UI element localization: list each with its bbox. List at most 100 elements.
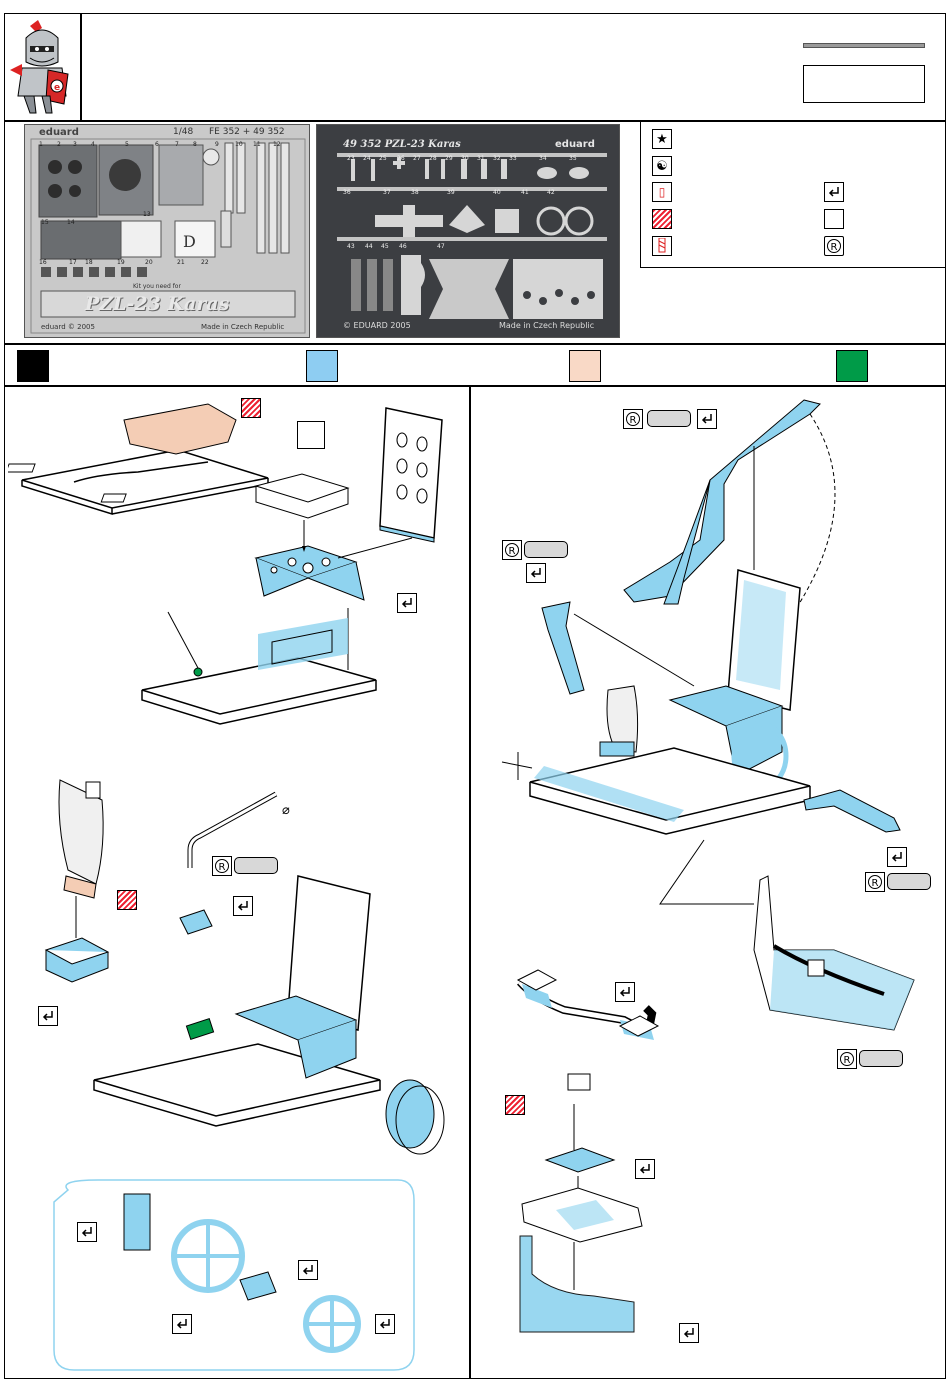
fret-photo-right: 49 352 PZL-23 Karas eduard © EDUARD 2005… bbox=[316, 124, 620, 338]
fret-right-part-number: 36 bbox=[343, 189, 351, 196]
bend-icon bbox=[697, 409, 717, 429]
svg-text:R: R bbox=[219, 862, 226, 873]
step-cockpit-floor-right bbox=[501, 399, 915, 1333]
step-cockpit-floor-left bbox=[8, 403, 445, 1371]
fret-left-part-number: 19 bbox=[117, 259, 125, 266]
swatch-flesh bbox=[569, 350, 601, 382]
etch-sheet-icon bbox=[117, 890, 137, 910]
color-strip-frame bbox=[4, 344, 946, 386]
fret-right-part-number: 28 bbox=[429, 155, 437, 162]
svg-text:R: R bbox=[630, 415, 637, 426]
fret-right-part-number: 44 bbox=[365, 243, 373, 250]
fret-left-part-number: 1 bbox=[39, 141, 43, 148]
fret-right-code-title: 49 352 PZL-23 Karas bbox=[343, 139, 461, 150]
swatch-light-blue bbox=[306, 350, 338, 382]
resin-r-icon: R bbox=[865, 872, 885, 892]
fret-right-part-number: 31 bbox=[477, 155, 485, 162]
fret-left-part-number: 5 bbox=[125, 141, 129, 148]
bend-icon bbox=[679, 1323, 699, 1343]
fret-left-part-number: 6 bbox=[155, 141, 159, 148]
fret-left-brand: eduard bbox=[39, 127, 79, 138]
fret-left-part-number: 20 bbox=[145, 259, 153, 266]
fret-right-part-number: 38 bbox=[411, 189, 419, 196]
fret-right-part-number: 40 bbox=[493, 189, 501, 196]
resin-part-tag bbox=[234, 857, 278, 874]
fret-left-part-number: 8 bbox=[193, 141, 197, 148]
fret-right-part-number: 41 bbox=[521, 189, 529, 196]
assembly-divider bbox=[469, 386, 471, 1379]
fret-right-part-number: 43 bbox=[347, 243, 355, 250]
svg-text:e: e bbox=[54, 83, 60, 93]
fret-right-part-number: 37 bbox=[383, 189, 391, 196]
fret-right-part-number: 25 bbox=[379, 155, 387, 162]
fret-left-part-number: 11 bbox=[253, 141, 261, 148]
fret-left-part-number: 4 bbox=[91, 141, 95, 148]
resin-r-icon: R bbox=[623, 409, 643, 429]
fret-right-origin: Made in Czech Republic bbox=[499, 321, 595, 330]
resin-r-icon: R bbox=[837, 1049, 857, 1069]
fret-left-scale: 1/48 bbox=[173, 127, 194, 137]
fret-right-part-number: 26 bbox=[397, 155, 405, 162]
fret-left-part-number: 16 bbox=[39, 259, 47, 266]
diameter-icon: ⌀ bbox=[282, 802, 290, 817]
yin-yang-icon: ☯ bbox=[652, 156, 672, 176]
fret-photo-left: D eduard 1/48 FE 352 + 49 352 Kit you ne… bbox=[24, 124, 310, 338]
etch-sheet-icon bbox=[241, 398, 261, 418]
paper-icon: ▯ bbox=[652, 182, 672, 202]
resin-r-icon: R bbox=[212, 856, 232, 876]
bend-icon bbox=[375, 1314, 395, 1334]
assembly-frame bbox=[4, 386, 946, 1379]
bend-icon bbox=[397, 593, 417, 613]
fret-left-part-number: 17 bbox=[69, 259, 77, 266]
fret-left-part-number: 14 bbox=[67, 219, 75, 226]
fret-left-part-number: 15 bbox=[41, 219, 49, 226]
etch-sheet-icon bbox=[652, 209, 672, 229]
fret-right-copyright: © EDUARD 2005 bbox=[343, 321, 411, 330]
fret-left-part-number: 9 bbox=[215, 141, 219, 148]
swatch-green bbox=[836, 350, 868, 382]
fret-right-part-number: 32 bbox=[493, 155, 501, 162]
fret-left-part-number: 22 bbox=[201, 259, 209, 266]
fret-right-part-number: 27 bbox=[413, 155, 421, 162]
svg-text:R: R bbox=[844, 1055, 851, 1066]
header-divider bbox=[80, 13, 82, 121]
fret-left-part-number: 2 bbox=[57, 141, 61, 148]
bend-icon bbox=[38, 1006, 58, 1026]
etch-sheet-icon bbox=[505, 1095, 525, 1115]
svg-text:D: D bbox=[183, 232, 196, 251]
bend-icon bbox=[615, 982, 635, 1002]
fret-left-part-number: 12 bbox=[273, 141, 281, 148]
fret-left-title: PZL-23 Karas bbox=[85, 293, 230, 315]
fret-right-part-number: 34 bbox=[539, 155, 547, 162]
fret-right-part-number: 24 bbox=[363, 155, 371, 162]
bend-icon bbox=[887, 847, 907, 867]
fret-left-part-number: 18 bbox=[85, 259, 93, 266]
fret-right-part-number: 30 bbox=[461, 155, 469, 162]
header-frame bbox=[4, 13, 946, 121]
step-empty-box bbox=[297, 421, 325, 449]
frets-frame bbox=[4, 121, 946, 344]
fret-left-part-number: 10 bbox=[235, 141, 243, 148]
fret-right-part-number: 29 bbox=[445, 155, 453, 162]
fret-right-part-number: 46 bbox=[399, 243, 407, 250]
legend-box bbox=[640, 121, 946, 268]
fret-right-part-number: 42 bbox=[547, 189, 555, 196]
resin-part-tag bbox=[524, 541, 568, 558]
fret-left-part-number: 13 bbox=[143, 211, 151, 218]
title-rule bbox=[803, 43, 925, 48]
fret-right-brand: eduard bbox=[555, 139, 595, 150]
fret-right-part-number: 47 bbox=[437, 243, 445, 250]
kit-number-box bbox=[803, 65, 925, 103]
resin-part-tag bbox=[887, 873, 931, 890]
fret-left-codes: FE 352 + 49 352 bbox=[209, 127, 285, 137]
fret-left-part-number: 21 bbox=[177, 259, 185, 266]
fret-right-part-number: 45 bbox=[381, 243, 389, 250]
bend-icon bbox=[635, 1159, 655, 1179]
resin-part-tag bbox=[647, 410, 691, 427]
bend-icon bbox=[233, 896, 253, 916]
svg-text:R: R bbox=[509, 546, 516, 557]
fret-left-part-number: 7 bbox=[175, 141, 179, 148]
bend-icon bbox=[824, 182, 844, 202]
bend-icon bbox=[526, 563, 546, 583]
swatch-black bbox=[17, 350, 49, 382]
